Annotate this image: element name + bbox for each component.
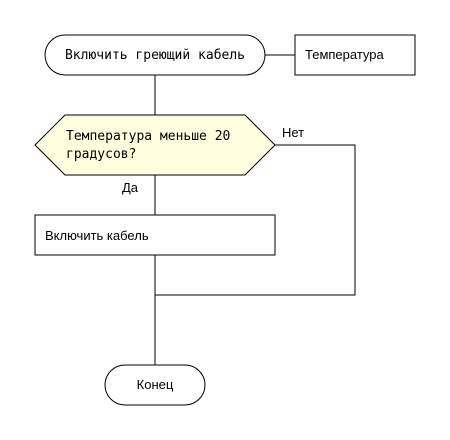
decision-node-shape: [34, 114, 276, 176]
end-node[interactable]: Конец: [104, 364, 206, 406]
end-node-label: Конец: [137, 377, 174, 392]
decision-no-connector: [155, 144, 356, 296]
action-node-label: Включить кабель: [45, 228, 149, 243]
start-node[interactable]: Включить греющий кабель: [44, 34, 266, 76]
input-node-label: Температура: [305, 47, 385, 62]
start-node-label: Включить греющий кабель: [65, 48, 245, 63]
no-branch-label: Нет: [282, 125, 304, 140]
action-node-shape: [34, 214, 276, 256]
end-node-shape: [104, 364, 206, 406]
decision-node-label-line1: Температура меньше 20: [66, 129, 230, 144]
input-node-shape: [294, 34, 416, 76]
decision-node-label-line2: градусов?: [66, 147, 136, 162]
input-node[interactable]: Температура: [294, 34, 416, 76]
connectors: [154, 54, 356, 365]
start-node-shape: [44, 34, 266, 76]
decision-node[interactable]: Температура меньше 20 градусов?: [34, 114, 276, 176]
action-node[interactable]: Включить кабель: [34, 214, 276, 256]
yes-branch-label: Да: [122, 180, 139, 195]
